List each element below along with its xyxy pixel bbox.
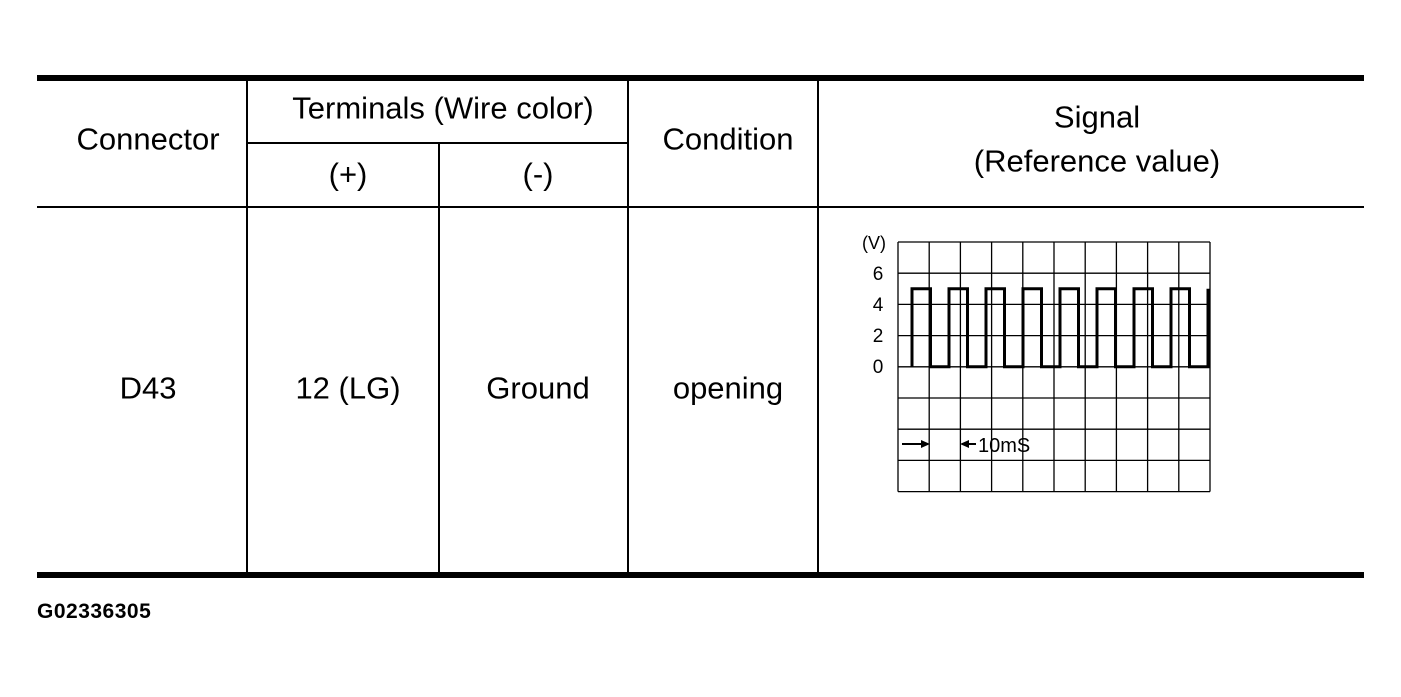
y-tick-6: 6 [873,264,884,285]
signal-waveform: (V) 6 4 2 0 10mS [858,228,1218,498]
y-tick-2: 2 [873,326,884,347]
column-divider-connector [246,80,248,573]
table-bottom-rule [37,572,1364,578]
column-divider-plus [438,143,440,573]
row-terminal-plus-value: 12 (LG) [295,370,401,406]
row-connector-value: D43 [119,370,177,406]
y-tick-4: 4 [873,295,884,316]
row-condition-value: opening [672,370,784,406]
square-wave-trace [910,287,1210,369]
volt-unit-label: (V) [862,233,886,253]
header-bottom-rule [37,206,1364,208]
row-terminal-minus-value: Ground [486,370,590,406]
header-condition: Condition [662,121,794,157]
header-signal: Signal [1053,99,1141,135]
figure-code: G02336305 [37,600,152,623]
header-signal-reference: (Reference value) [973,143,1221,179]
header-connector: Connector [76,121,220,157]
y-tick-0: 0 [873,357,884,378]
header-terminal-plus: (+) [328,156,368,192]
column-divider-minus [627,80,629,573]
header-terminal-minus: (-) [522,156,554,192]
column-divider-condition [817,80,819,573]
time-division-label: 10mS [978,435,1030,457]
waveform-graph: (V) 6 4 2 0 10mS [862,233,1211,493]
header-terminals: Terminals (Wire color) [292,90,594,126]
terminals-subheader-rule [247,142,628,144]
table-top-rule [37,75,1364,81]
time-division-marker [902,440,976,448]
